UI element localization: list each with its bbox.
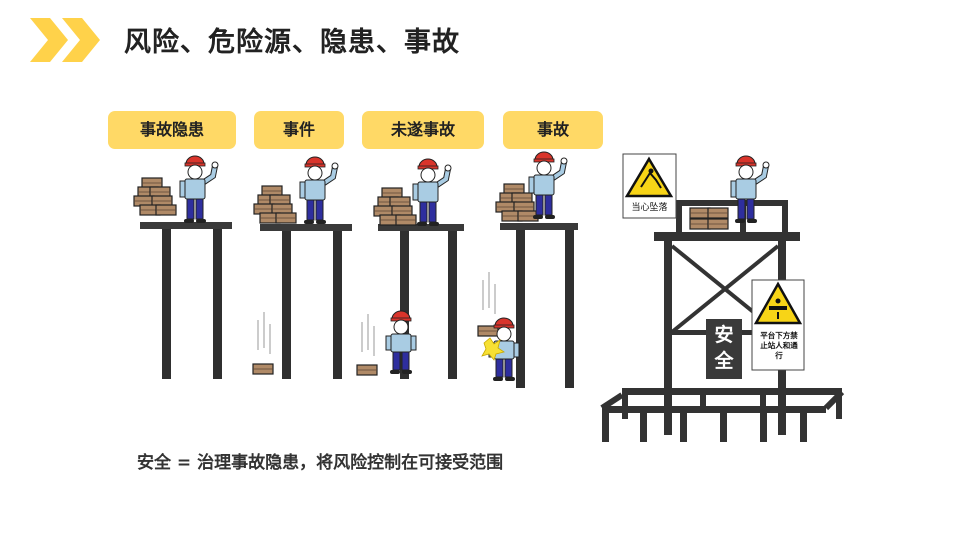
page-title: 风险、危险源、隐患、事故	[124, 27, 460, 58]
warning-sign-fall	[622, 153, 677, 219]
label-incident: 事件	[254, 111, 344, 149]
warning-sign-below-label: 平台下方禁止站人和通行	[760, 331, 798, 360]
scene-hidden-danger	[134, 156, 232, 379]
summary-text: 安全 = 治理事故隐患，将风险控制在可接受范围	[137, 453, 504, 473]
safe-badge: 安全	[714, 324, 734, 372]
scene-incident	[252, 157, 352, 379]
label-hidden-danger: 事故隐患	[108, 111, 236, 149]
warning-sign-below	[751, 279, 805, 371]
scene-accident	[477, 152, 578, 388]
label-near-miss: 未遂事故	[362, 111, 484, 149]
label-accident: 事故	[503, 111, 603, 149]
chevron-logo-icon	[30, 18, 100, 62]
scene-near-miss	[356, 159, 464, 379]
warning-sign-fall-label: 当心坠落	[631, 203, 668, 213]
